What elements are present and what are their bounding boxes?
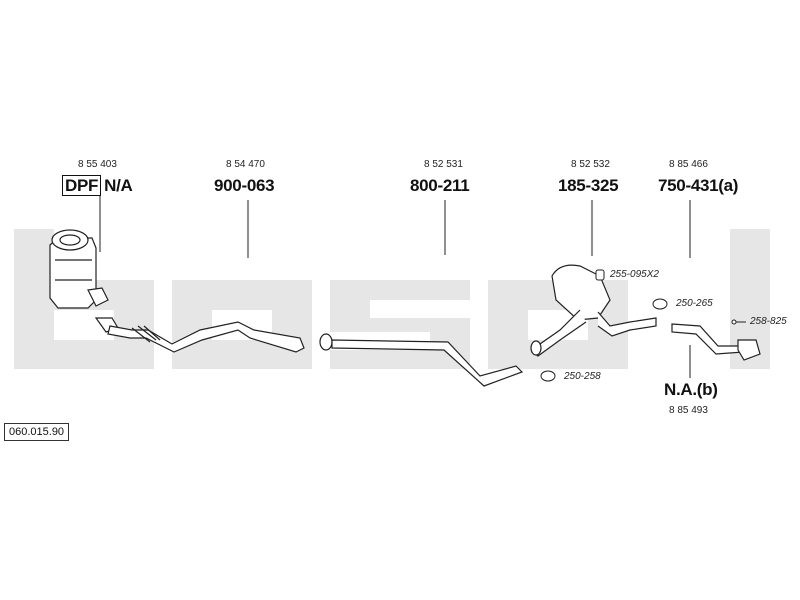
front-pipe-number: 8 54 470 bbox=[226, 159, 265, 170]
middle-pipe-part bbox=[319, 333, 524, 387]
rear-silencer-part bbox=[530, 264, 657, 357]
dpf-prefix: DPF bbox=[62, 175, 102, 196]
clamp-icon bbox=[652, 298, 668, 310]
dpf-code: N/A bbox=[104, 176, 133, 195]
rear-silencer-number: 8 52 532 bbox=[571, 159, 610, 170]
clamp-2-code: 250-258 bbox=[564, 371, 601, 382]
clamp-1-code: 250-265 bbox=[676, 298, 713, 309]
front-pipe-code: 900-063 bbox=[214, 176, 275, 195]
bolt-icon bbox=[731, 319, 746, 325]
middle-pipe-number: 8 52 531 bbox=[424, 159, 463, 170]
clamp-icon bbox=[540, 370, 556, 382]
leader-lines bbox=[99, 195, 691, 378]
rear-silencer-code: 185-325 bbox=[558, 176, 619, 195]
bolt-code: 258-825 bbox=[750, 316, 787, 327]
mount-code: 255-095X2 bbox=[610, 269, 659, 280]
document-number: 060.015.90 bbox=[4, 423, 70, 441]
front-pipe-part bbox=[107, 321, 305, 353]
alt-tailpipe-number: 8 85 493 bbox=[669, 405, 708, 416]
tailpipe-code: 750-431(a) bbox=[658, 176, 739, 195]
tailpipe-part bbox=[671, 323, 761, 361]
middle-pipe-code: 800-211 bbox=[410, 176, 470, 195]
alt-tailpipe-code: N.A.(b) bbox=[664, 380, 718, 399]
mount-icon bbox=[595, 269, 605, 281]
dpf-part-number: 8 55 403 bbox=[78, 159, 117, 170]
tailpipe-number: 8 85 466 bbox=[669, 159, 708, 170]
